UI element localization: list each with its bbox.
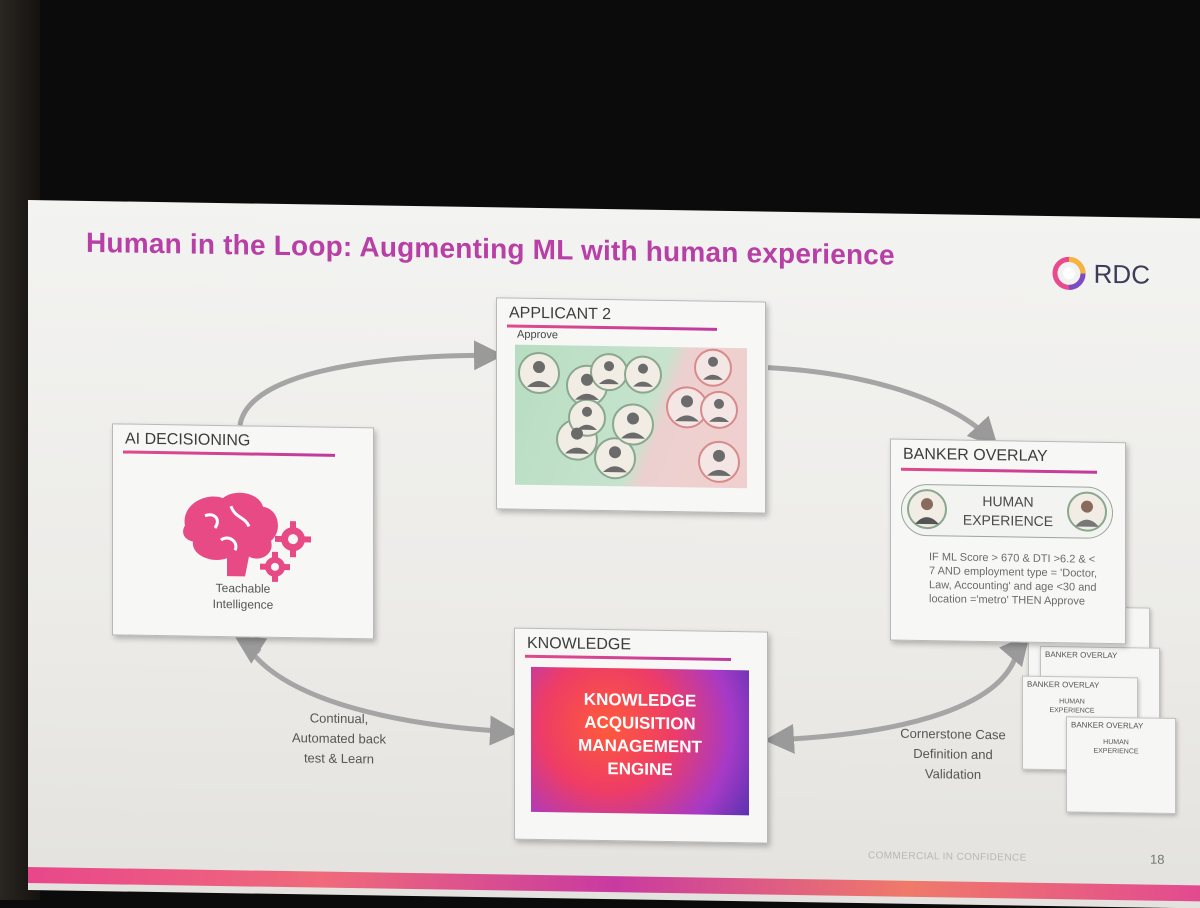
title-rule	[525, 654, 731, 662]
ai-decisioning-title: AI DECISIONING	[125, 430, 251, 450]
banker-rule: IF ML Score > 670 & DTI >6.2 & < 7 AND e…	[929, 551, 1098, 608]
arrow-knowledge-ai-head	[233, 634, 268, 664]
page-number: 18	[1150, 851, 1165, 867]
arrow-knowledge-ai	[245, 646, 520, 746]
stack-card-experience: HUMAN EXPERIENCE	[1049, 698, 1095, 715]
left-flow-label: Continual, Automated back test & Learn	[292, 710, 386, 767]
knowledge-title: KNOWLEDGE	[527, 634, 632, 654]
stack-card-title: BANKER OVERLAY	[1071, 720, 1144, 731]
cycle-arrows	[233, 340, 1030, 754]
brain-gears-icon	[183, 492, 311, 582]
stack-card-title: BANKER OVERLAY	[1045, 649, 1118, 661]
right-flow-label: Cornerstone Case Definition and Validati…	[900, 725, 1006, 782]
ai-caption: Teachable Intelligence	[113, 578, 373, 614]
banker-overlay-title: BANKER OVERLAY	[903, 445, 1048, 466]
knowledge-card: KNOWLEDGE KNOWLEDGE ACQUISITION MANAGEME…	[514, 627, 768, 844]
title-rule	[901, 467, 1097, 474]
knowledge-engine-text: KNOWLEDGE ACQUISITION MANAGEMENT ENGINE	[578, 689, 702, 780]
human-experience-label: HUMAN EXPERIENCE	[962, 492, 1054, 530]
arrow-banker-knowledge	[764, 647, 1021, 754]
rdc-logo-icon	[1052, 256, 1086, 290]
applicant-crowd	[515, 344, 747, 489]
arrow-ai-to-applicant	[237, 340, 504, 426]
banker-avatar-icon	[907, 489, 947, 530]
rdc-logo: RDC	[1052, 256, 1150, 292]
applicant-subtitle: Approve	[517, 328, 558, 342]
knowledge-engine-panel: KNOWLEDGE ACQUISITION MANAGEMENT ENGINE	[531, 666, 749, 816]
ai-decisioning-card: AI DECISIONING Teachable Intelligence	[112, 423, 374, 640]
human-experience-badge: HUMAN EXPERIENCE	[901, 483, 1113, 540]
banker-overlay-card: BANKER OVERLAY HUMAN EXPERIENCE IF ML Sc…	[890, 438, 1126, 645]
people-avatars-icon	[518, 348, 740, 483]
applicant-title: APPLICANT 2	[509, 304, 611, 324]
stack-card-experience: HUMAN EXPERIENCE	[1093, 738, 1139, 756]
applicant-card: APPLICANT 2 Approve	[496, 297, 766, 514]
stack-card-title: BANKER OVERLAY	[1027, 679, 1100, 690]
arrow-applicant-to-banker	[767, 365, 999, 448]
presentation-slide: Human in the Loop: Augmenting ML with hu…	[28, 200, 1200, 908]
title-rule	[123, 450, 335, 457]
stack-card: BANKER OVERLAY HUMAN EXPERIENCE	[1066, 716, 1176, 815]
arrow-banker-up-head	[998, 634, 1030, 668]
banker-avatar-icon	[1067, 491, 1107, 532]
ai-caption-line-2: Intelligence	[212, 596, 274, 612]
